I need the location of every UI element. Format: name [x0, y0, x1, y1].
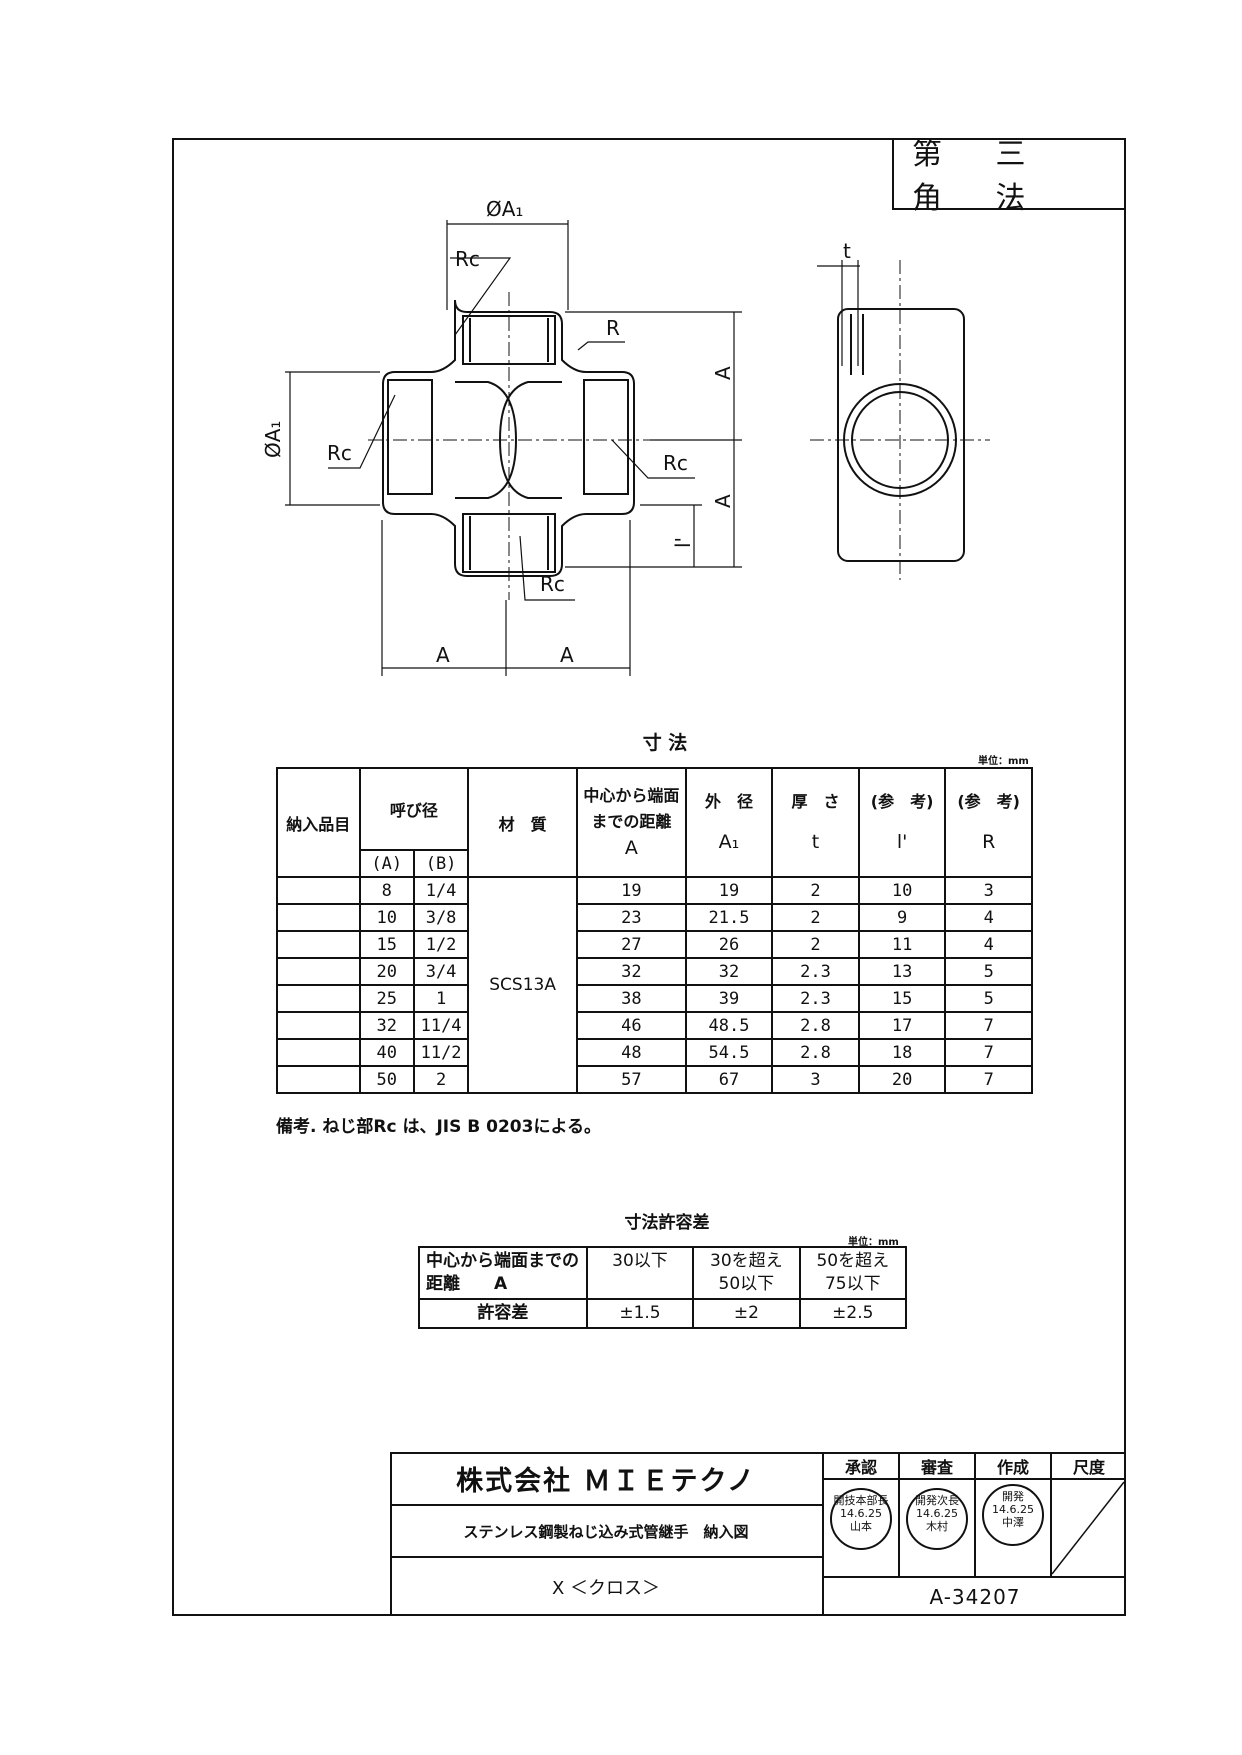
dimensions-caption: 寸 法	[642, 732, 688, 754]
dim-label-dia-a1-left: ØA₁	[261, 421, 285, 458]
scale-label: 尺度	[1072, 1458, 1105, 1477]
header-material: 材 質	[467, 767, 578, 878]
table-row: 20 3/4 32 32 2.3 13 5	[276, 957, 1033, 986]
table-row: 50 2 57 67 3 20 7	[276, 1065, 1033, 1094]
header-ref-r: (参 考)R	[944, 767, 1033, 878]
remark-note: 備考. ねじ部Rc は、JIS B 0203による。	[276, 1117, 601, 1137]
table-row: 40 11/2 48 54.5 2.8 18 7	[276, 1038, 1033, 1067]
title-block: 株式会社 ＭＩＥテクノ ステンレス鋼製ねじ込み式管継手 納入図 X ＜クロス＞ …	[390, 1452, 1126, 1616]
table-row: 8 1/4 SCS13A 19 19 2 10 3	[276, 876, 1033, 1094]
table-row: 10 3/8 23 21.5 2 9 4	[276, 903, 1033, 932]
drawing-frame	[172, 138, 1126, 1616]
dim-label-a-bottom-left: A	[436, 643, 450, 667]
dim-label-t: t	[843, 239, 851, 263]
dim-label-a-lower: A	[711, 494, 735, 508]
created-label: 作成	[996, 1458, 1029, 1477]
header-nominal: 呼び径	[358, 767, 470, 851]
header-nominal-b: (B)	[412, 849, 470, 878]
header-nominal-a: (A)	[358, 849, 415, 878]
header-item: 納入品目	[276, 767, 361, 878]
table-row: 32 11/4 46 48.5 2.8 17 7	[276, 1011, 1033, 1040]
part-name: X ＜クロス＞	[551, 1578, 661, 1599]
tolerance-label: 中心から端面までの距離 A	[418, 1246, 588, 1300]
drawing-number: A-34207	[929, 1585, 1021, 1609]
header-ref-l: (参 考)l'	[857, 767, 947, 878]
cross-body-outline	[382, 299, 635, 577]
company-name: 株式会社 ＭＩＥテクノ	[456, 1465, 756, 1497]
technical-drawing: ØA₁ Rc R Rc Rc Rc ØA₁ A A l' A A t	[261, 197, 990, 676]
tolerance-unit: 単位：mm	[848, 1237, 899, 1248]
tolerance-table: 中心から端面までの距離 A 30以下 30を超え 50以下 50を超え 75以下…	[418, 1246, 908, 1329]
review-label: 審査	[920, 1458, 953, 1477]
leader-label-rc-right: Rc	[663, 451, 688, 475]
table-row: 15 1/2 27 26 2 11 4	[276, 930, 1033, 959]
approval-label: 承認	[844, 1458, 877, 1477]
leader-label-rc-top: Rc	[455, 247, 480, 271]
tolerance-caption: 寸法許容差	[624, 1213, 710, 1233]
dim-label-l-prime: l'	[671, 537, 695, 548]
dim-label-dia-a1-top: ØA₁	[486, 197, 523, 221]
drawing-title: ステンレス鋼製ねじ込み式管継手 納入図	[463, 1522, 749, 1541]
dim-label-a-bottom-right: A	[560, 643, 574, 667]
dimensions-unit: 単位：mm	[978, 756, 1029, 767]
dim-label-a-upper: A	[711, 366, 735, 380]
leader-label-r: R	[606, 316, 620, 340]
leader-label-rc-bottom: Rc	[540, 572, 565, 596]
table-row: 25 1 38 39 2.3 15 5	[276, 984, 1033, 1013]
material-cell: SCS13A	[467, 876, 578, 1094]
projection-method-label: 第 三 角 法	[892, 137, 1126, 216]
leader-label-rc-left: Rc	[327, 441, 352, 465]
